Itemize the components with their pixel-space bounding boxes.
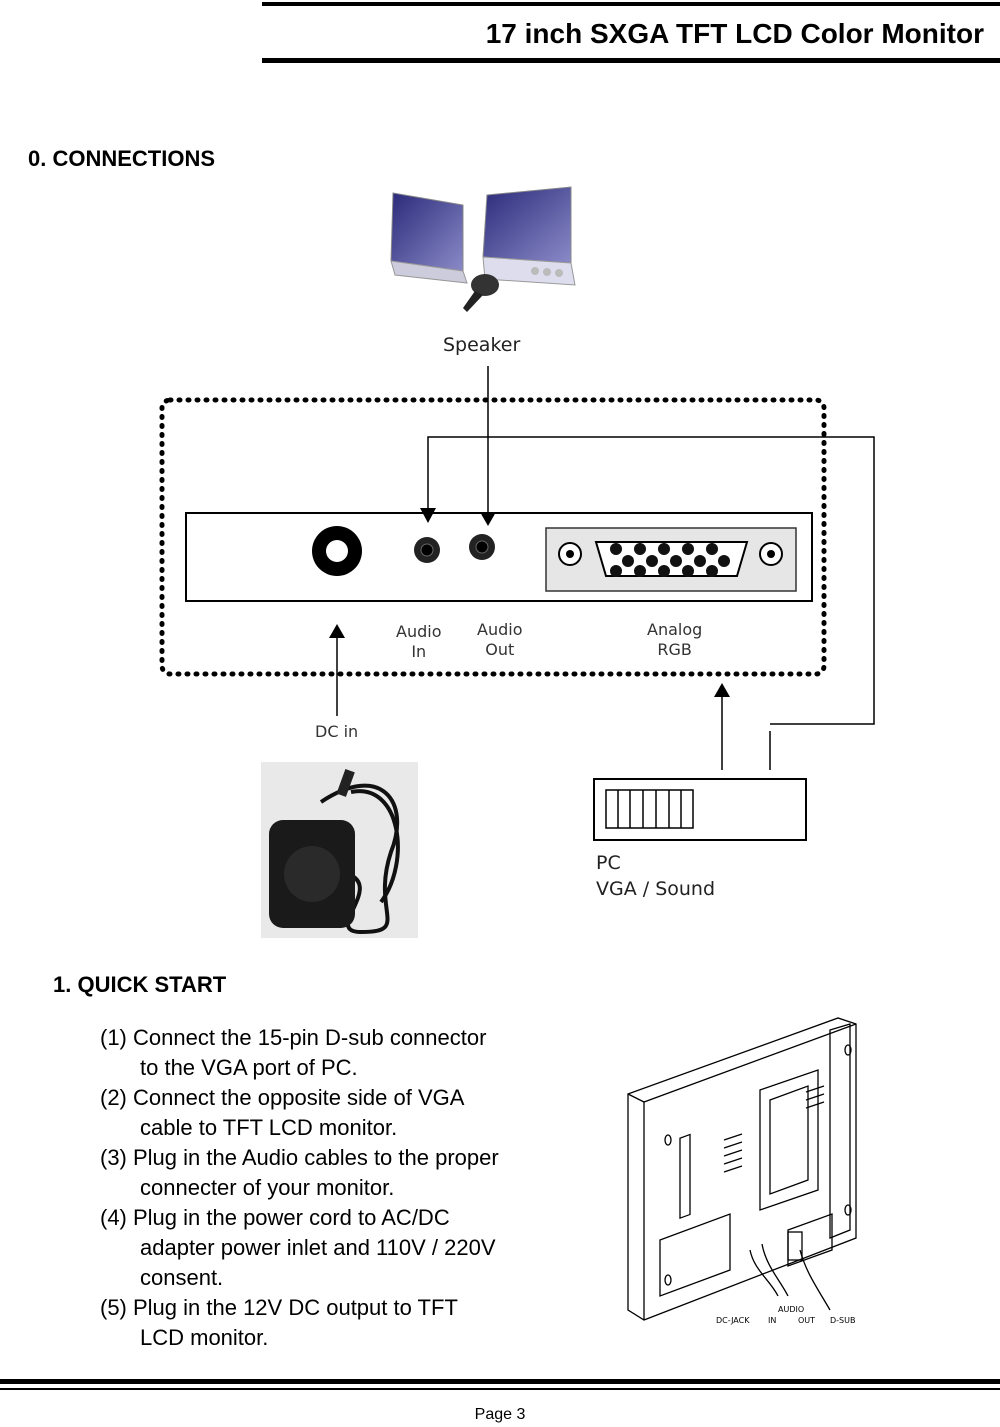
list-item: (4) Plug in the power cord to AC/DC adap…	[100, 1205, 496, 1290]
audio-port-label: AUDIO	[778, 1305, 804, 1314]
d-sub-port-label: D-SUB	[830, 1316, 855, 1325]
page-number: Page 3	[474, 1406, 526, 1423]
dc-in-label: DC in	[315, 722, 359, 741]
list-item: (2) Connect the opposite side of VGA cab…	[100, 1085, 465, 1140]
monitor-rear-drawing: AUDIO DC-JACK IN OUT D-SUB	[627, 1017, 857, 1325]
footer-rule-thin	[0, 1388, 1000, 1390]
monitor-rear-outline	[159, 397, 827, 677]
document-title: 17 inch SXGA TFT LCD Color Monitor	[485, 18, 984, 49]
speaker-label: Speaker	[443, 334, 521, 356]
list-item: (5) Plug in the 12V DC output to TFT LCD…	[100, 1295, 458, 1350]
quick-start-steps: (1) Connect the 15-pin D-sub connector t…	[100, 1023, 499, 1353]
list-item: (1) Connect the 15-pin D-sub connector t…	[100, 1025, 487, 1080]
connections-heading: 0. CONNECTIONS	[28, 146, 216, 171]
dc-jack-port-label: DC-JACK	[716, 1316, 750, 1325]
quick-start-heading: 1. QUICK START	[53, 972, 227, 997]
footer-rule-thick	[0, 1379, 1000, 1384]
header-rule-bottom	[262, 58, 1000, 63]
in-port-label: IN	[768, 1316, 776, 1325]
list-item: (3) Plug in the Audio cables to the prop…	[100, 1145, 499, 1200]
header-rule-top	[262, 2, 1000, 6]
ac-adapter-image	[261, 762, 418, 938]
speakers-image	[390, 186, 576, 312]
out-port-label: OUT	[798, 1316, 815, 1325]
connection-diagram	[159, 366, 875, 841]
